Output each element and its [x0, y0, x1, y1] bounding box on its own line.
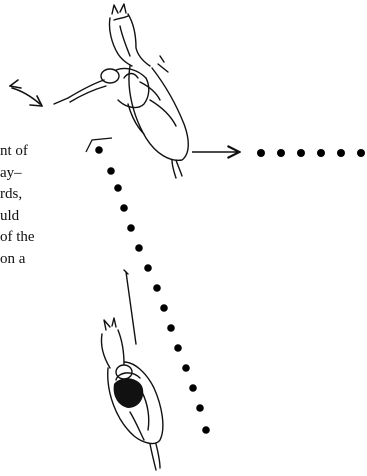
horse-and-rider-top-left-icon [53, 3, 189, 179]
trail-dot [95, 146, 103, 154]
trail-dot [317, 149, 325, 157]
text-line: nt of [0, 143, 28, 159]
trail-dot [114, 184, 122, 192]
text-line: rds, [0, 186, 23, 202]
double-headed-arrow-icon [9, 79, 43, 107]
trail-dot [297, 149, 305, 157]
horse-and-rider-bottom-icon [100, 269, 164, 471]
trail-dot [196, 404, 204, 412]
rider-jacket [113, 378, 144, 408]
trail-dot [257, 149, 265, 157]
corner-mark [85, 137, 113, 153]
trail-dot [182, 364, 190, 372]
trail-dot [135, 244, 143, 252]
text-line: ay– [0, 164, 22, 181]
trail-dot [189, 384, 197, 392]
trail-dot [277, 149, 285, 157]
trail-dot [107, 167, 115, 175]
text-line: uld [0, 207, 20, 224]
text-line: of the [0, 229, 35, 245]
trail-dot [202, 426, 210, 434]
trail-dot [160, 304, 168, 312]
trail-dot [153, 284, 161, 292]
cropped-body-text: nt of ay– rds, uld of the on a [0, 141, 90, 270]
trail-dot [337, 149, 345, 157]
diagonal-dot-trail [95, 146, 210, 434]
text-line: on a [0, 250, 26, 267]
trail-dot [144, 264, 152, 272]
trail-dot [357, 149, 365, 157]
trail-dot [127, 224, 135, 232]
horizontal-dot-trail [257, 149, 365, 157]
trail-dot [120, 204, 128, 212]
trail-dot [167, 324, 175, 332]
trail-dot [174, 344, 182, 352]
